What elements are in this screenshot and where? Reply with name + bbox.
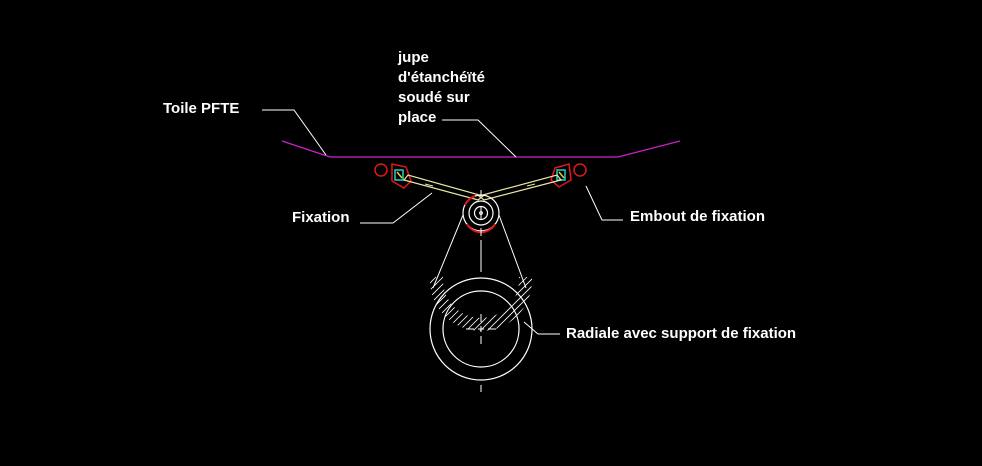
- hatch-line: [430, 276, 528, 331]
- hatch-line: [430, 276, 465, 331]
- label-jupe-line-2: d'étanchéïté: [398, 69, 485, 86]
- leader-fixation: [360, 192, 433, 224]
- hatch-line: [430, 276, 472, 331]
- right-end-fitting: [550, 163, 587, 188]
- label-toile-pfte: Toile PFTE: [163, 100, 239, 117]
- leader-embout: [585, 185, 623, 221]
- ptfe-membrane: [281, 140, 681, 158]
- label-jupe-line-4: place: [398, 109, 436, 126]
- hatch-line: [430, 276, 493, 331]
- leader-toile: [262, 109, 327, 156]
- hatch-line: [430, 276, 514, 331]
- label-jupe-line-1: jupe: [397, 49, 429, 66]
- hatch-line: [471, 276, 532, 331]
- label-radiale: Radiale avec support de fixation: [566, 325, 796, 342]
- support-arms: [432, 214, 527, 289]
- support-boss: [462, 194, 500, 234]
- leader-jupe: [442, 119, 517, 158]
- left-end-fitting: [374, 163, 412, 189]
- hatch-line: [430, 276, 451, 331]
- label-embout-de-fixation: Embout de fixation: [630, 208, 765, 225]
- leader-lines: [262, 109, 623, 335]
- hatch-line: [430, 276, 479, 331]
- leader-radiale: [523, 321, 560, 335]
- hatch-line: [430, 276, 458, 331]
- hatch-line: [430, 276, 444, 331]
- hatch-line: [325, 277, 429, 381]
- fixation-rods: [402, 174, 563, 201]
- hatch-line: [430, 276, 437, 331]
- label-jupe-line-3: soudé sur: [398, 89, 470, 106]
- label-fixation: Fixation: [292, 209, 350, 226]
